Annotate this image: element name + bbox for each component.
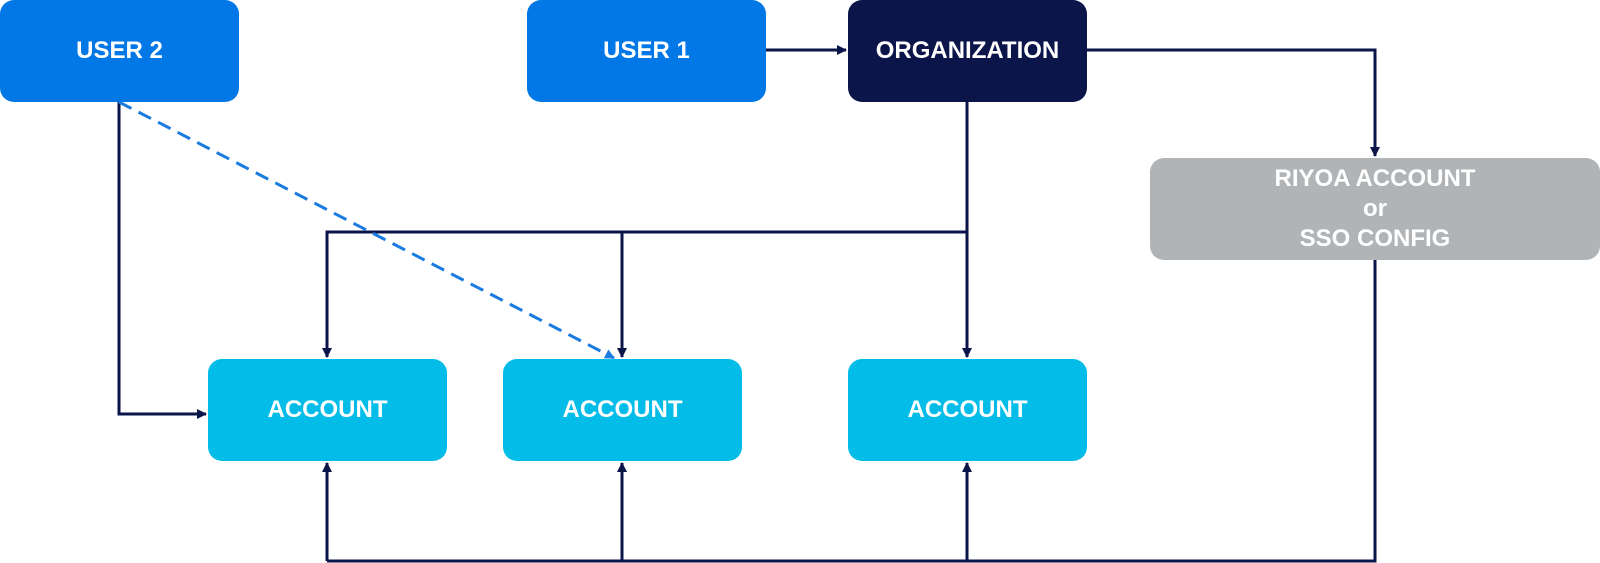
account-1-label: ACCOUNT <box>267 396 388 423</box>
edge-organization-riyoa <box>1087 48 1380 157</box>
riyoa-sso-config-node: RIYOA ACCOUNT or SSO CONFIG <box>1150 158 1600 260</box>
riyoa-sso-config-label: RIYOA ACCOUNT or SSO CONFIG <box>1274 165 1476 252</box>
account-3-label: ACCOUNT <box>907 396 1028 423</box>
user1-node: USER 1 <box>527 0 766 102</box>
user1-label: USER 1 <box>603 37 690 64</box>
organization-node: ORGANIZATION <box>848 0 1087 102</box>
account-node-3: ACCOUNT <box>848 359 1087 461</box>
user2-label: USER 2 <box>76 37 163 64</box>
account-node-2: ACCOUNT <box>503 359 742 461</box>
edge-riyoa-bus <box>327 260 1377 563</box>
edge-user2-account2-dashed <box>118 100 615 360</box>
account-node-1: ACCOUNT <box>208 359 447 461</box>
organization-label: ORGANIZATION <box>875 37 1060 64</box>
edge-user2-account1 <box>117 102 207 419</box>
user2-node: USER 2 <box>0 0 239 102</box>
account-2-label: ACCOUNT <box>562 396 683 423</box>
edge-organization-account1 <box>322 230 967 358</box>
